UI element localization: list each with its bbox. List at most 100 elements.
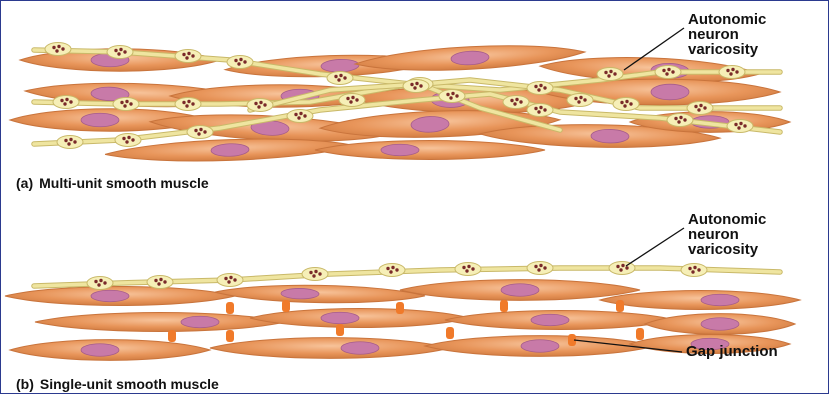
axon-varicosity (567, 94, 593, 107)
neurotransmitter-vesicle (343, 76, 346, 79)
neurotransmitter-vesicle (671, 70, 674, 73)
axon-varicosity (115, 134, 141, 147)
neurotransmitter-vesicle (419, 84, 422, 87)
callout-b-line2: neuron (688, 227, 766, 242)
smooth-muscle-cell (600, 291, 800, 310)
neurotransmitter-vesicle (239, 58, 242, 61)
smooth-muscle-cell (210, 338, 450, 359)
gap-junction-label: Gap junction (686, 344, 778, 359)
axon-varicosity (107, 46, 133, 59)
varicosity-swelling (681, 264, 707, 277)
varicosity-swelling (597, 68, 623, 81)
gap-junction (446, 327, 454, 339)
neurotransmitter-vesicle (625, 266, 628, 269)
neurotransmitter-vesicle (182, 101, 185, 104)
neurotransmitter-vesicle (163, 280, 166, 283)
neurotransmitter-vesicle (613, 72, 616, 75)
neurotransmitter-vesicle (185, 56, 188, 59)
neurotransmitter-vesicle (114, 49, 117, 52)
neurotransmitter-vesicle (513, 102, 516, 105)
neurotransmitter-vesicle (734, 123, 737, 126)
neurotransmitter-vesicle (467, 265, 470, 268)
varicosity-swelling (227, 56, 253, 69)
axon-varicosity (113, 98, 139, 111)
cell-nucleus (531, 314, 569, 325)
neurotransmitter-vesicle (683, 118, 686, 121)
varicosity-swelling (217, 274, 243, 287)
neurotransmitter-vesicle (410, 83, 413, 86)
varicosity-swelling (175, 50, 201, 63)
axon-varicosity (339, 94, 365, 107)
neurotransmitter-vesicle (257, 105, 260, 108)
neurotransmitter-vesicle (119, 48, 122, 51)
neurotransmitter-vesicle (539, 264, 542, 267)
neurotransmitter-vesicle (574, 97, 577, 100)
neurotransmitter-vesicle (386, 267, 389, 270)
neurotransmitter-vesicle (699, 104, 702, 107)
neurotransmitter-vesicle (67, 142, 70, 145)
neurotransmitter-vesicle (55, 49, 58, 52)
varicosity-swelling (527, 82, 553, 95)
neurotransmitter-vesicle (73, 140, 76, 143)
neurotransmitter-vesicle (691, 270, 694, 273)
axon-varicosity (727, 120, 753, 133)
smooth-muscle-cell-body (210, 338, 450, 359)
neurotransmitter-vesicle (620, 101, 623, 104)
smooth-muscle-cell (400, 280, 640, 301)
neurotransmitter-vesicle (616, 265, 619, 268)
axon-varicosity (527, 82, 553, 95)
neurotransmitter-vesicle (297, 116, 300, 119)
callout-a-line1: Autonomic (688, 12, 766, 27)
smooth-muscle-cell (425, 336, 655, 357)
neurotransmitter-vesicle (537, 268, 540, 271)
varicosity-swelling (687, 102, 713, 115)
caption-b: (b)Single-unit smooth muscle (16, 376, 219, 392)
neurotransmitter-vesicle (187, 100, 190, 103)
neurotransmitter-vesicle (159, 278, 162, 281)
neurotransmitter-vesicle (294, 113, 297, 116)
neurotransmitter-vesicle (229, 276, 232, 279)
neurotransmitter-vesicle (519, 100, 522, 103)
neurotransmitter-vesicle (534, 265, 537, 268)
neurotransmitter-vesicle (539, 106, 542, 109)
neurotransmitter-vesicle (234, 59, 237, 62)
panel-b-single-unit (5, 262, 800, 361)
neurotransmitter-vesicle (579, 96, 582, 99)
neurotransmitter-vesicle (471, 267, 474, 270)
axon-varicosity (527, 262, 553, 275)
neurotransmitter-vesicle (694, 105, 697, 108)
neurotransmitter-vesicle (309, 271, 312, 274)
neurotransmitter-vesicle (182, 53, 185, 56)
cell-nucleus (81, 113, 119, 127)
neurotransmitter-vesicle (197, 132, 200, 135)
neurotransmitter-vesicle (693, 266, 696, 269)
varicosity-swelling (287, 110, 313, 123)
neurotransmitter-vesicle (355, 98, 358, 101)
varicosity-swelling (719, 66, 745, 79)
axon-varicosity (45, 43, 71, 56)
neurotransmitter-vesicle (64, 139, 67, 142)
neurotransmitter-vesicle (157, 282, 160, 285)
callout-a-line2: neuron (688, 27, 766, 42)
axon-varicosity (217, 274, 243, 287)
varicosity-swelling (175, 98, 201, 111)
varicosity-swelling (379, 264, 405, 277)
neurotransmitter-vesicle (187, 52, 190, 55)
neurotransmitter-vesicle (154, 279, 157, 282)
axon-varicosity (655, 66, 681, 79)
smooth-muscle-cell (315, 141, 545, 160)
varicosity-swelling (147, 276, 173, 289)
smooth-muscle-cell-body (250, 309, 470, 328)
gap-junction (282, 300, 290, 312)
neurotransmitter-vesicle (227, 280, 230, 283)
varicosity-swelling (527, 262, 553, 275)
varicosity-swelling (53, 96, 79, 109)
varicosity-swelling (115, 134, 141, 147)
callout-b-line3: varicosity (688, 242, 766, 257)
neurotransmitter-vesicle (609, 70, 612, 73)
neurotransmitter-vesicle (543, 266, 546, 269)
neurotransmitter-vesicle (63, 102, 66, 105)
neurotransmitter-vesicle (299, 112, 302, 115)
neurotransmitter-vesicle (395, 268, 398, 271)
neurotransmitter-vesicle (318, 272, 321, 275)
